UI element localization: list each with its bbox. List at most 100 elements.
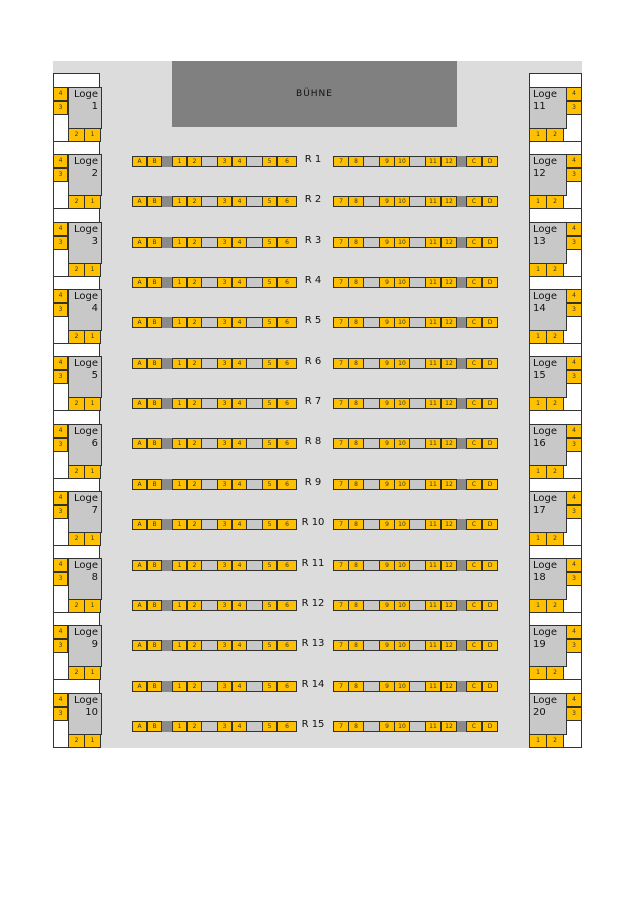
loge-seat[interactable]: 3 — [53, 639, 68, 654]
loge-seat[interactable]: 4 — [566, 87, 582, 101]
seat[interactable]: 5 — [262, 438, 277, 450]
seat[interactable]: 12 — [441, 277, 457, 289]
loge-seat[interactable]: 2 — [546, 599, 564, 614]
seat[interactable]: 12 — [441, 236, 457, 248]
seat[interactable]: C — [466, 559, 482, 571]
seat[interactable]: 3 — [217, 559, 232, 571]
seat[interactable]: 8 — [348, 680, 364, 692]
seat[interactable]: 12 — [441, 680, 457, 692]
seat[interactable]: B — [147, 680, 162, 692]
loge-seat[interactable]: 2 — [546, 128, 564, 142]
loge-seat[interactable]: 4 — [566, 154, 582, 169]
seat[interactable]: 4 — [232, 519, 247, 531]
seat[interactable]: 7 — [333, 599, 349, 611]
seat[interactable]: 5 — [262, 357, 277, 369]
seat[interactable]: 5 — [262, 680, 277, 692]
seat[interactable]: 2 — [187, 680, 202, 692]
seat[interactable]: A — [132, 196, 147, 208]
seat[interactable]: 10 — [394, 236, 410, 248]
seat[interactable]: D — [482, 478, 498, 490]
seat[interactable]: 9 — [379, 640, 395, 652]
seat[interactable]: D — [482, 640, 498, 652]
loge-seat[interactable]: 2 — [68, 666, 85, 681]
seat[interactable]: A — [132, 599, 147, 611]
seat[interactable]: 2 — [187, 236, 202, 248]
seat[interactable]: 9 — [379, 398, 395, 410]
seat[interactable]: 1 — [172, 398, 187, 410]
seat[interactable]: 6 — [277, 196, 297, 208]
seat[interactable]: 6 — [277, 398, 297, 410]
seat[interactable]: 3 — [217, 680, 232, 692]
seat[interactable]: 7 — [333, 398, 349, 410]
seat[interactable]: C — [466, 156, 482, 167]
loge-seat[interactable]: 2 — [68, 329, 85, 344]
seat[interactable]: D — [482, 196, 498, 208]
seat[interactable]: 10 — [394, 519, 410, 531]
seat[interactable]: 12 — [441, 559, 457, 571]
loge-seat[interactable]: 3 — [53, 504, 68, 519]
loge-seat[interactable]: 1 — [529, 733, 547, 748]
seat[interactable]: B — [147, 559, 162, 571]
loge-seat[interactable]: 3 — [53, 706, 68, 721]
seat[interactable]: B — [147, 720, 162, 732]
loge-seat[interactable]: 3 — [566, 370, 582, 385]
seat[interactable]: 9 — [379, 559, 395, 571]
loge-seat[interactable]: 1 — [84, 464, 101, 479]
loge-seat[interactable]: 3 — [566, 302, 582, 317]
seat[interactable]: 2 — [187, 438, 202, 450]
seat[interactable]: 2 — [187, 277, 202, 289]
seat[interactable]: 5 — [262, 599, 277, 611]
seat[interactable]: 7 — [333, 680, 349, 692]
seat[interactable]: 10 — [394, 599, 410, 611]
seat[interactable]: 7 — [333, 357, 349, 369]
loge-seat[interactable]: 1 — [529, 262, 547, 277]
seat[interactable]: 8 — [348, 720, 364, 732]
seat[interactable]: C — [466, 478, 482, 490]
seat[interactable]: B — [147, 196, 162, 208]
seat[interactable]: 3 — [217, 640, 232, 652]
seat[interactable]: A — [132, 519, 147, 531]
seat[interactable]: 11 — [425, 357, 441, 369]
loge-seat[interactable]: 3 — [53, 101, 68, 115]
seat[interactable]: 12 — [441, 640, 457, 652]
seat[interactable]: 4 — [232, 398, 247, 410]
seat[interactable]: 9 — [379, 357, 395, 369]
seat[interactable]: D — [482, 236, 498, 248]
seat[interactable]: 3 — [217, 277, 232, 289]
loge-seat[interactable]: 4 — [53, 490, 68, 505]
seat[interactable]: A — [132, 559, 147, 571]
loge-seat[interactable]: 4 — [53, 692, 68, 707]
seat[interactable]: 2 — [187, 398, 202, 410]
loge-seat[interactable]: 3 — [53, 370, 68, 385]
seat[interactable]: 5 — [262, 640, 277, 652]
seat[interactable]: 5 — [262, 196, 277, 208]
seat[interactable]: 7 — [333, 519, 349, 531]
seat[interactable]: 4 — [232, 156, 247, 167]
seat[interactable]: 3 — [217, 357, 232, 369]
loge-seat[interactable]: 4 — [53, 87, 68, 101]
loge-seat[interactable]: 4 — [566, 288, 582, 303]
seat[interactable]: A — [132, 720, 147, 732]
loge-seat[interactable]: 1 — [529, 666, 547, 681]
seat[interactable]: 8 — [348, 277, 364, 289]
seat[interactable]: 1 — [172, 478, 187, 490]
seat[interactable]: 6 — [277, 317, 297, 329]
seat[interactable]: 6 — [277, 519, 297, 531]
seat[interactable]: 4 — [232, 277, 247, 289]
seat[interactable]: 7 — [333, 438, 349, 450]
seat[interactable]: 11 — [425, 156, 441, 167]
seat[interactable]: 9 — [379, 599, 395, 611]
seat[interactable]: 10 — [394, 478, 410, 490]
seat[interactable]: 8 — [348, 478, 364, 490]
loge-seat[interactable]: 4 — [566, 356, 582, 371]
loge-seat[interactable]: 2 — [68, 195, 85, 210]
seat[interactable]: 8 — [348, 559, 364, 571]
seat[interactable]: 2 — [187, 478, 202, 490]
loge-seat[interactable]: 3 — [566, 572, 582, 587]
seat[interactable]: 1 — [172, 438, 187, 450]
seat[interactable]: 5 — [262, 559, 277, 571]
seat[interactable]: 11 — [425, 398, 441, 410]
loge-seat[interactable]: 1 — [529, 464, 547, 479]
seat[interactable]: 12 — [441, 357, 457, 369]
loge-seat[interactable]: 4 — [53, 423, 68, 438]
